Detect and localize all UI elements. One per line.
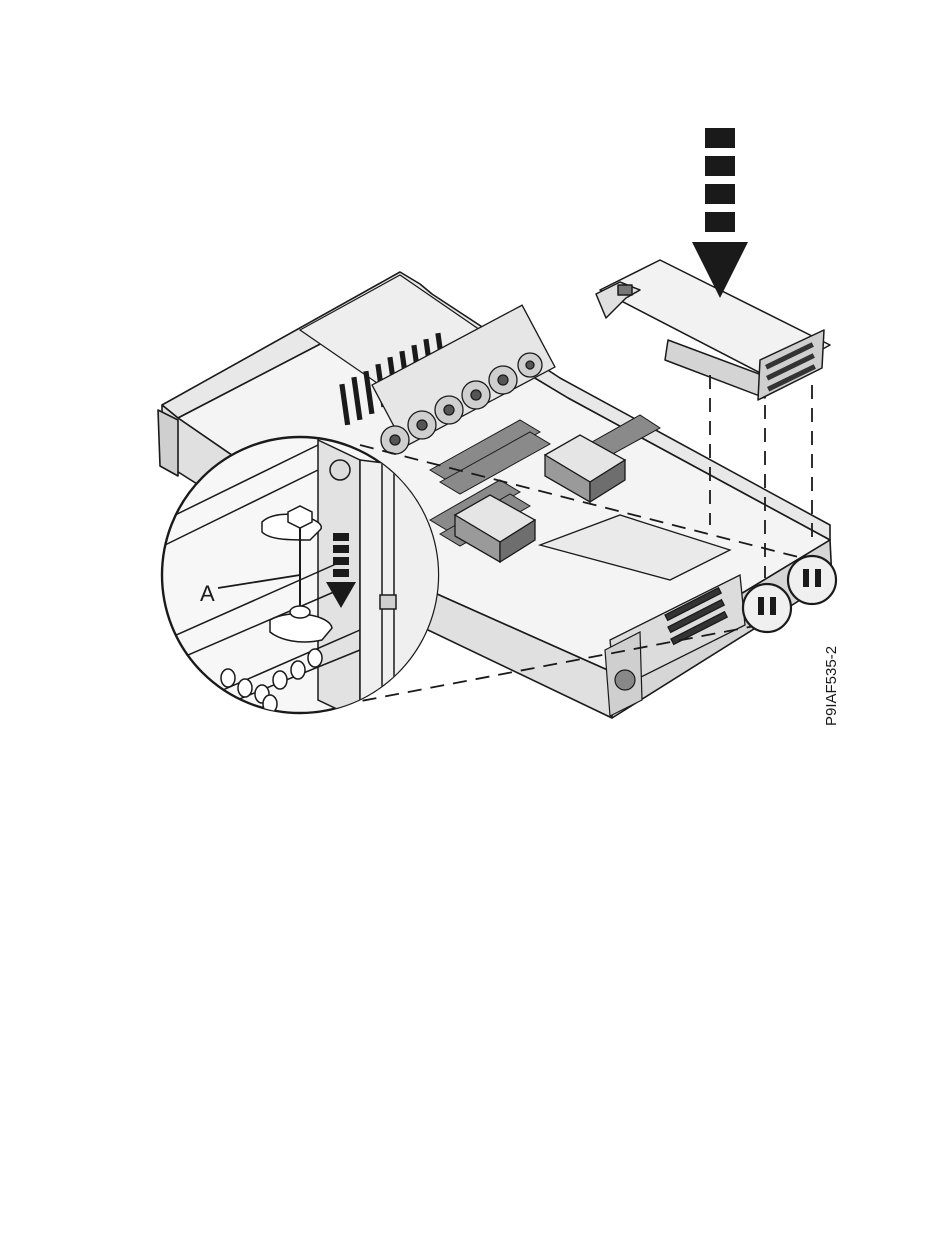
callout-label-a: A (200, 581, 215, 606)
down-arrow-icon (692, 128, 748, 298)
magnifier-callout (162, 437, 440, 720)
figure-id-label: P9IAF535-2 (823, 646, 840, 726)
